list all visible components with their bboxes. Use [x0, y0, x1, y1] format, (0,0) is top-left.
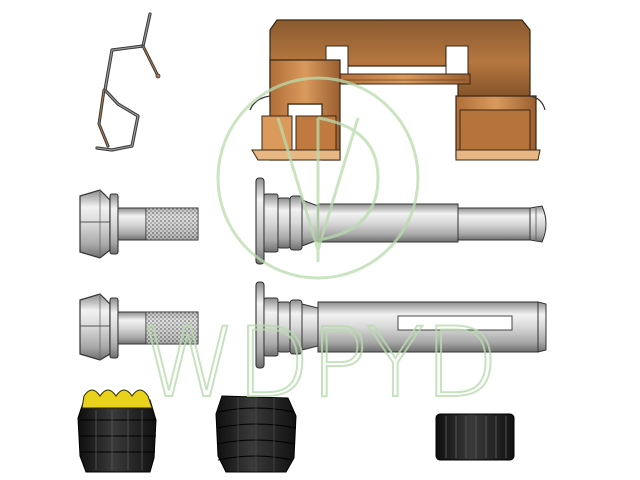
abutment-bracket	[249, 19, 546, 161]
watermark-text: WDPYD	[141, 307, 498, 419]
guide-bolt-2	[79, 293, 199, 361]
guide-pin-2	[255, 281, 547, 369]
rubber-sleeve	[435, 413, 515, 461]
watermark-logo	[216, 76, 420, 280]
guide-bolt-1	[79, 189, 199, 259]
dust-boot-1	[77, 389, 157, 473]
spring-clip	[95, 12, 161, 152]
dust-boot-2	[215, 395, 297, 473]
